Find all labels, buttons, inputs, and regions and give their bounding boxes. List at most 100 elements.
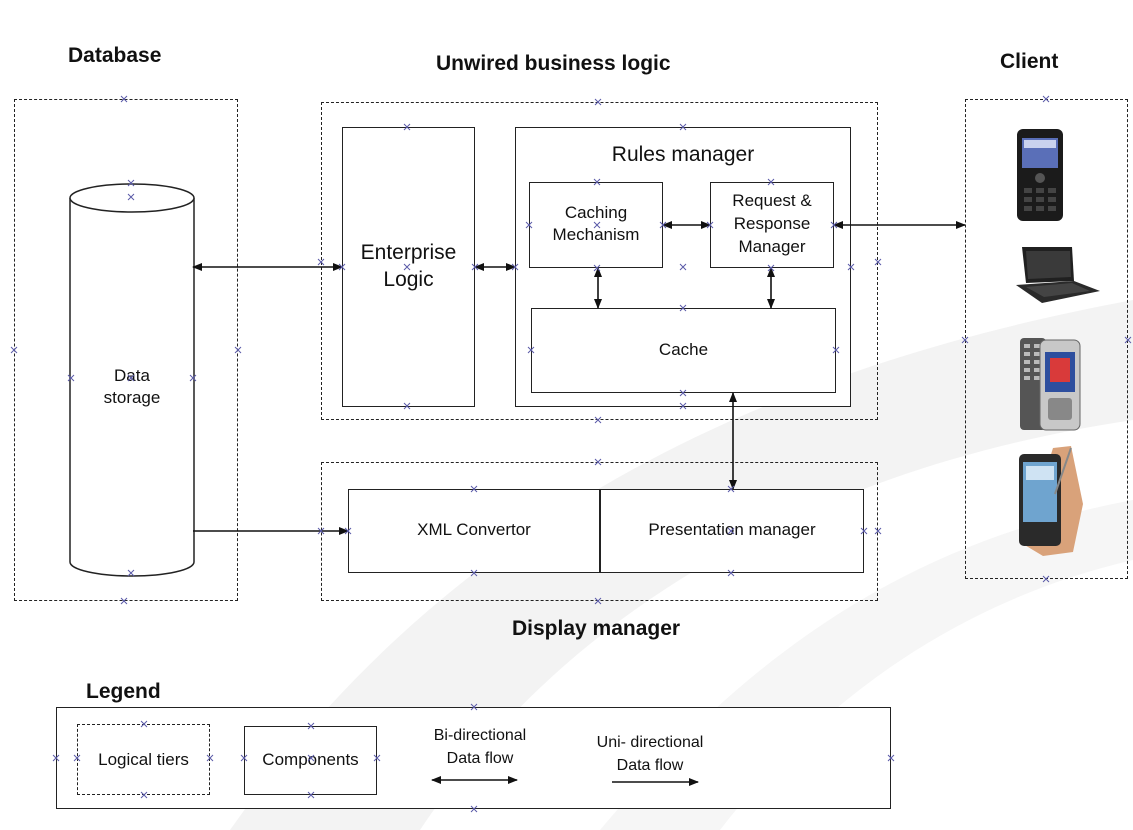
- anchor-x-mark: [832, 346, 840, 354]
- anchor-x-mark: [679, 263, 687, 271]
- anchor-x-mark: [234, 346, 242, 354]
- data-storage-cylinder: [69, 183, 195, 577]
- anchor-x-mark: [127, 374, 135, 382]
- anchor-x-mark: [659, 221, 667, 229]
- anchor-x-mark: [594, 98, 602, 106]
- anchor-x-mark: [706, 221, 714, 229]
- legend-unidirectional-label-line1: Uni- directional: [596, 734, 704, 751]
- anchor-x-mark: [403, 402, 411, 410]
- anchor-x-mark: [307, 791, 315, 799]
- anchor-x-mark: [860, 527, 868, 535]
- anchor-x-mark: [767, 264, 775, 272]
- xml-convertor-label: XML Convertor: [417, 520, 531, 539]
- legend-components-sample: [244, 726, 377, 795]
- caching-mechanism-label-line1: Caching: [564, 203, 628, 222]
- laptop-icon: [1016, 247, 1100, 303]
- anchor-x-mark: [10, 346, 18, 354]
- database-tier-title: Database: [68, 44, 162, 67]
- anchor-x-mark: [206, 754, 214, 762]
- anchor-x-mark: [127, 569, 135, 577]
- legend-unidirectional-label-line2: Data flow: [616, 757, 684, 774]
- anchor-x-mark: [511, 263, 519, 271]
- anchor-x-mark: [403, 263, 411, 271]
- anchor-x-mark: [240, 754, 248, 762]
- anchor-x-mark: [727, 485, 735, 493]
- anchor-x-mark: [727, 569, 735, 577]
- anchor-x-mark: [140, 720, 148, 728]
- anchor-x-mark: [403, 123, 411, 131]
- anchor-x-mark: [830, 221, 838, 229]
- data-storage-label-line1: Data: [114, 366, 150, 385]
- anchor-x-mark: [338, 263, 346, 271]
- anchor-x-mark: [120, 95, 128, 103]
- anchor-x-mark: [127, 179, 135, 187]
- legend-components-label: Components: [262, 750, 359, 769]
- anchor-x-mark: [1042, 95, 1050, 103]
- request-response-label-line1: Request &: [732, 191, 812, 210]
- legend-title: Legend: [86, 680, 161, 703]
- anchor-x-mark: [373, 754, 381, 762]
- cache-box: [531, 308, 836, 393]
- display-divider: [599, 489, 601, 573]
- anchor-x-mark: [594, 416, 602, 424]
- anchor-x-mark: [73, 754, 81, 762]
- anchor-x-mark: [120, 597, 128, 605]
- anchor-x-mark: [679, 389, 687, 397]
- anchor-x-mark: [679, 304, 687, 312]
- client-tier-title: Client: [1000, 50, 1059, 73]
- anchor-x-mark: [52, 754, 60, 762]
- anchor-x-mark: [593, 264, 601, 272]
- cache-label: Cache: [658, 340, 709, 359]
- anchor-x-mark: [317, 527, 325, 535]
- anchor-x-mark: [189, 374, 197, 382]
- anchor-x-mark: [679, 402, 687, 410]
- enterprise-logic-label-line1: Enterprise: [360, 241, 457, 264]
- anchor-x-mark: [307, 754, 315, 762]
- anchor-x-mark: [470, 569, 478, 577]
- legend-logical-tiers-label: Logical tiers: [98, 750, 189, 769]
- anchor-x-mark: [767, 178, 775, 186]
- anchor-x-mark: [527, 346, 535, 354]
- anchor-x-mark: [1124, 336, 1132, 344]
- anchor-x-mark: [727, 527, 735, 535]
- anchor-x-mark: [317, 258, 325, 266]
- data-storage-label-line2: storage: [103, 388, 161, 407]
- anchor-x-mark: [525, 221, 533, 229]
- request-response-label-line2: Response: [733, 214, 811, 233]
- anchor-x-mark: [874, 258, 882, 266]
- display-components-box: [348, 489, 864, 573]
- display-manager-tier-title: Display manager: [512, 617, 681, 640]
- anchor-marks: [10, 95, 1132, 813]
- anchor-x-mark: [679, 123, 687, 131]
- anchor-x-mark: [67, 374, 75, 382]
- anchor-x-mark: [140, 791, 148, 799]
- caching-mechanism-label-line2: Mechanism: [552, 225, 640, 244]
- anchor-x-mark: [961, 336, 969, 344]
- anchor-x-mark: [594, 597, 602, 605]
- touchscreen-phone-icon: [1019, 446, 1083, 556]
- rules-manager-label: Rules manager: [611, 143, 755, 166]
- business-logic-tier-title: Unwired business logic: [436, 52, 671, 75]
- mobile-phone-icon: [1017, 129, 1063, 221]
- anchor-x-mark: [887, 754, 895, 762]
- anchor-x-mark: [344, 527, 352, 535]
- legend-bidirectional-label-line1: Bi-directional: [433, 727, 527, 744]
- anchor-x-mark: [593, 221, 601, 229]
- enterprise-logic-label-line2: Logic: [383, 268, 434, 291]
- anchor-x-mark: [307, 722, 315, 730]
- anchor-x-mark: [847, 263, 855, 271]
- smartphone-keyboard-icon: [1020, 338, 1081, 431]
- caching-mechanism-box: [529, 182, 663, 268]
- anchor-x-mark: [127, 193, 135, 201]
- request-response-label-line3: Manager: [738, 237, 806, 256]
- anchor-x-mark: [874, 527, 882, 535]
- anchor-x-mark: [471, 263, 479, 271]
- legend-bidirectional-label-line2: Data flow: [446, 750, 514, 767]
- anchor-x-mark: [1042, 575, 1050, 583]
- anchor-x-mark: [470, 805, 478, 813]
- anchor-x-mark: [593, 178, 601, 186]
- anchor-x-mark: [470, 485, 478, 493]
- anchor-x-mark: [594, 458, 602, 466]
- legend-logical-tiers-sample: [77, 724, 210, 795]
